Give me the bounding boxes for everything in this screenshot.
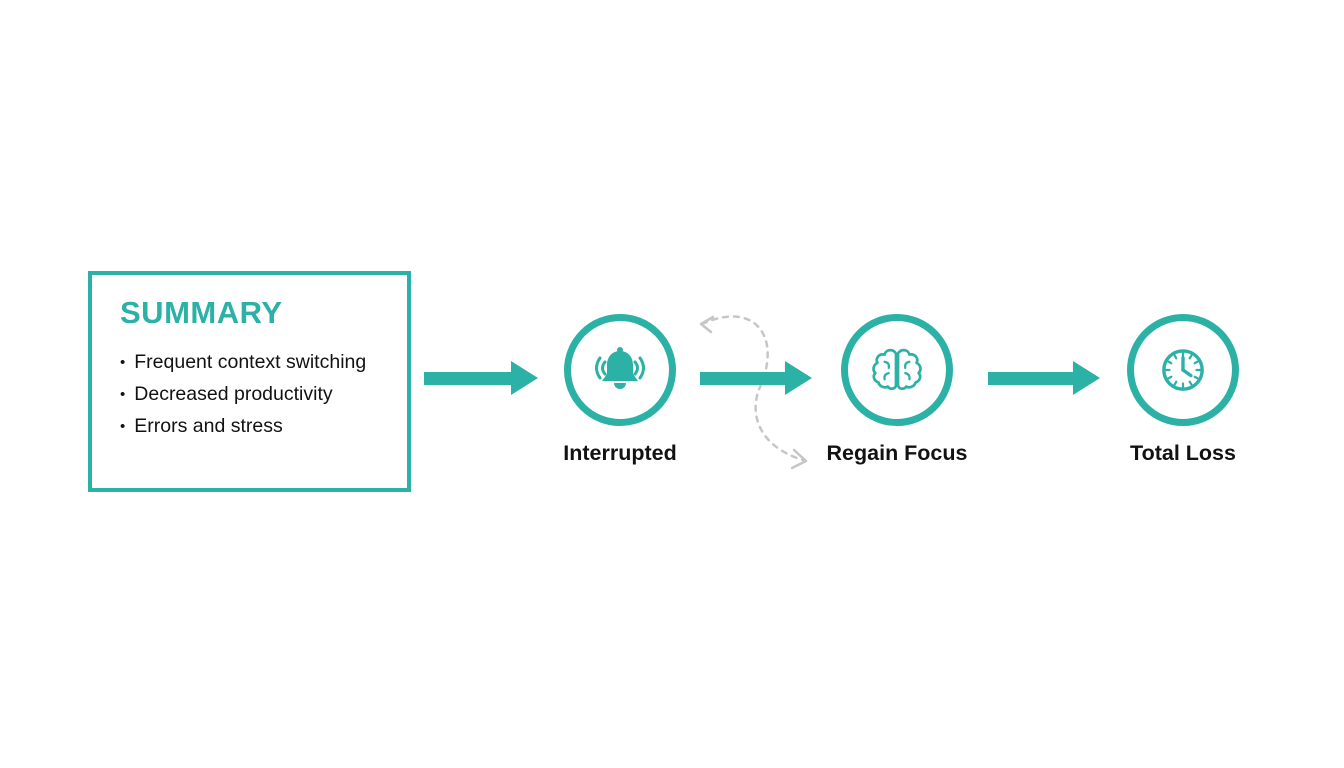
interruption-loop-dashed-arrow (699, 315, 808, 470)
summary-bullet: Decreased productivity (120, 379, 379, 411)
arrow-shaft (700, 371, 786, 385)
bell-icon (588, 338, 652, 402)
flow-arrow-icon (700, 361, 812, 395)
arrow-shaft (424, 371, 512, 385)
summary-title: SUMMARY (120, 295, 283, 330)
summary-bullet: Errors and stress (120, 411, 379, 443)
flow-arrow-icon (424, 361, 538, 395)
arrow-head (511, 361, 538, 395)
arrow-shaft (988, 371, 1074, 385)
summary-box: SUMMARY Frequent context switching Decre… (88, 271, 411, 492)
step-node-regain-focus (841, 314, 953, 426)
step-label-interrupted: Interrupted (563, 441, 677, 465)
flow-arrow-icon (988, 361, 1100, 395)
arrow-head (1073, 361, 1100, 395)
brain-icon (864, 337, 930, 403)
step-node-interrupted (564, 314, 676, 426)
clock-icon (1147, 334, 1219, 406)
summary-bullet-list: Frequent context switching Decreased pro… (120, 347, 379, 443)
step-label-regain-focus: Regain Focus (826, 441, 968, 465)
summary-bullet: Frequent context switching (120, 347, 379, 379)
step-node-total-loss (1127, 314, 1239, 426)
arrow-head (785, 361, 812, 395)
step-label-total-loss: Total Loss (1130, 441, 1236, 465)
